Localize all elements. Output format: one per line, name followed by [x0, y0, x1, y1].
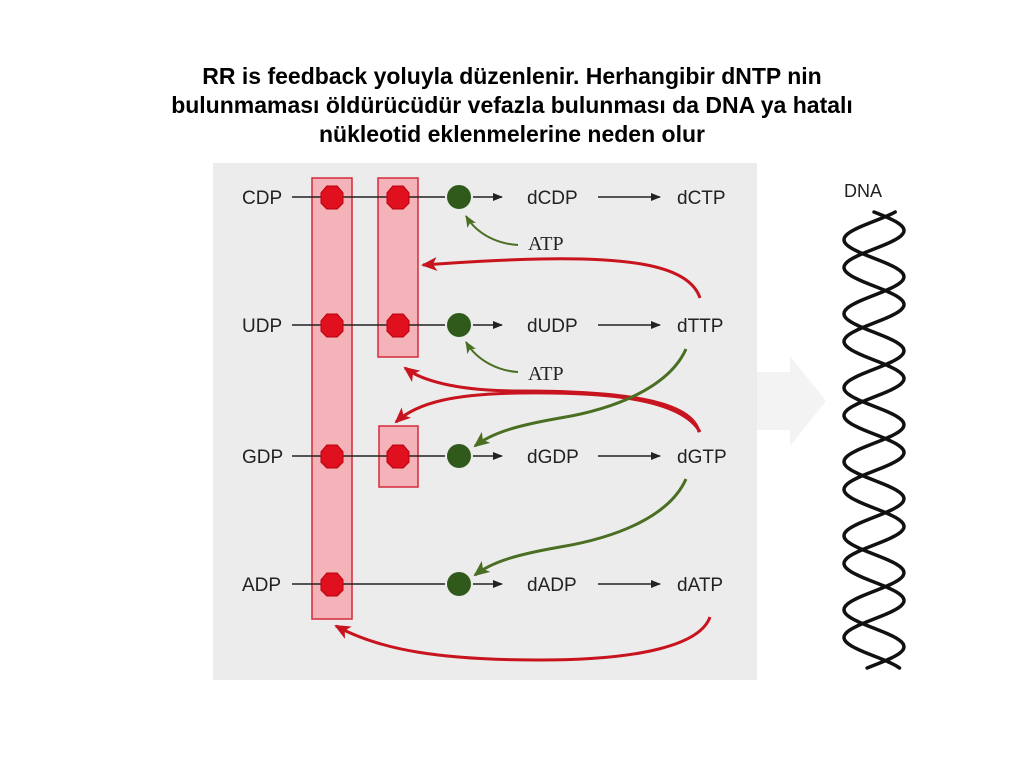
inhibition-site	[320, 313, 344, 338]
label-dgtp: dGTP	[677, 447, 727, 468]
label-dctp: dCTP	[677, 188, 726, 209]
activation-site	[447, 313, 471, 337]
feedback-arrow-datp	[334, 616, 712, 662]
label-adp: ADP	[242, 575, 281, 596]
activation-sites	[447, 185, 471, 596]
title-line-2: bulunmaması öldürücüdür vefazla bulunmas…	[171, 92, 853, 118]
label-udp: UDP	[242, 316, 282, 337]
label-gdp: GDP	[242, 447, 283, 468]
atp-arrow-2	[465, 341, 519, 373]
label-cdp: CDP	[242, 188, 282, 209]
label-dudp: dUDP	[527, 316, 578, 337]
big-arrow-to-dna	[757, 356, 826, 446]
activation-arrow-dttp	[473, 348, 688, 448]
activation-site	[447, 572, 471, 596]
label-dcdp: dCDP	[527, 188, 578, 209]
inhibition-site	[386, 313, 410, 338]
label-dgdp: dGDP	[527, 447, 579, 468]
title-line-3: nükleotid eklenmelerine neden olur	[319, 121, 705, 147]
slide-title: RR is feedback yoluyla düzenlenir. Herha…	[80, 62, 944, 149]
label-atp-1: ATP	[528, 233, 564, 255]
dna-helix-icon	[842, 210, 906, 670]
feedback-arrow-dttp-2	[403, 366, 701, 433]
title-line-1: RR is feedback yoluyla düzenlenir. Herha…	[202, 63, 822, 89]
inhibition-site	[320, 185, 344, 210]
label-dttp: dTTP	[677, 316, 723, 337]
activation-site	[447, 444, 471, 468]
label-dadp: dADP	[527, 575, 577, 596]
inhibition-box-long	[311, 177, 353, 620]
atp-arrow-1	[465, 215, 519, 246]
label-dna: DNA	[844, 181, 882, 201]
reaction-lines	[292, 193, 661, 588]
feedback-arrow-dgtp	[394, 391, 702, 433]
diagram-panel	[213, 163, 757, 680]
label-atp-2: ATP	[528, 363, 564, 385]
inhibition-site	[386, 444, 410, 469]
inhibition-site	[320, 572, 344, 597]
label-datp: dATP	[677, 575, 723, 596]
activation-arrow-dgtp	[473, 478, 688, 577]
inhibition-site	[386, 185, 410, 210]
inhibition-sites	[320, 185, 410, 597]
activation-site	[447, 185, 471, 209]
feedback-arrow-dttp	[421, 256, 702, 299]
inhibition-site	[320, 444, 344, 469]
